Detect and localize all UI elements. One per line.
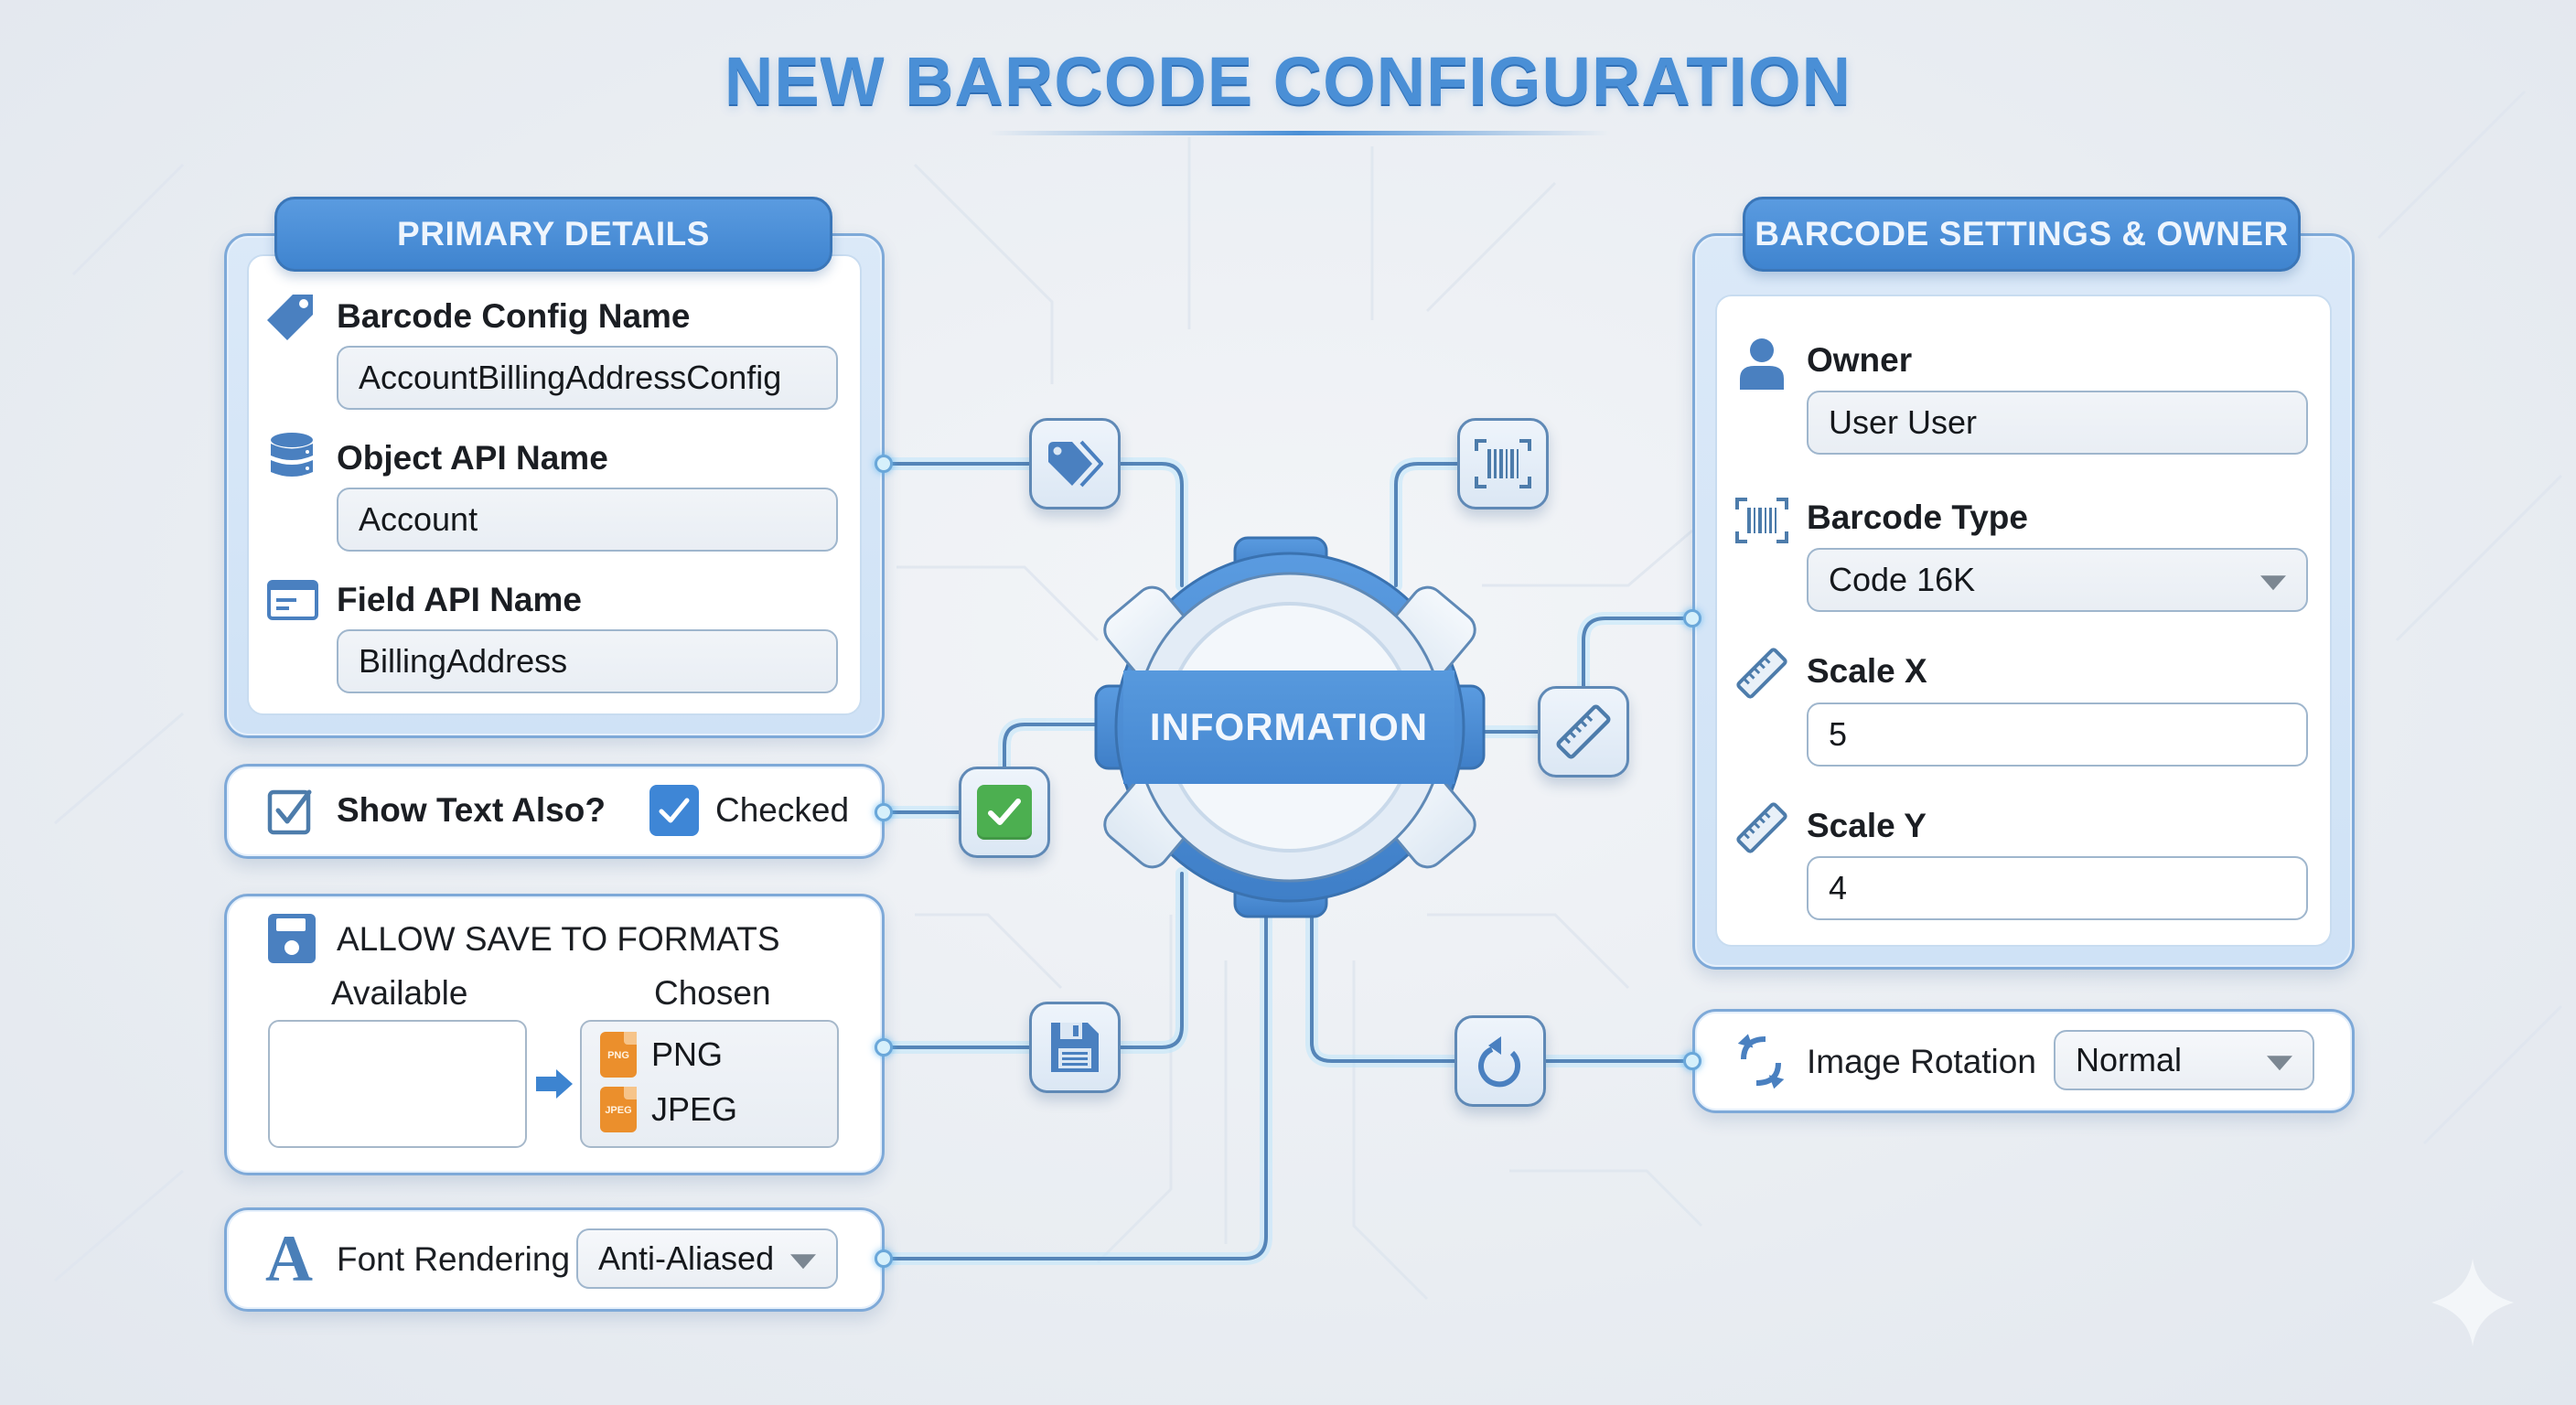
page-title: NEW BARCODE CONFIGURATION [724,43,1852,119]
floppy-icon [268,914,316,963]
user-icon [1740,338,1784,390]
chevron-down-icon [2260,575,2286,591]
barcode-type-select[interactable]: Code 16K [1807,548,2308,612]
port-save-formats [875,1038,893,1056]
scale-x-label: Scale X [1807,652,1927,690]
floppy-icon [1051,1023,1099,1072]
port-barcode-settings [1683,609,1701,627]
available-list[interactable] [268,1020,527,1148]
port-image-rotation [1683,1052,1701,1070]
object-api-name-label: Object API Name [337,439,608,477]
chevron-down-icon [790,1254,816,1270]
ruler-icon [1556,704,1611,759]
chevron-down-icon [2267,1056,2292,1071]
show-text-panel [224,764,885,859]
chosen-item-jpeg-label: JPEG [651,1090,738,1128]
node-barcode[interactable] [1457,418,1549,509]
node-checkbox[interactable] [959,767,1050,858]
checkmark-icon [659,798,690,823]
show-text-label: Show Text Also? [337,791,606,829]
move-right-arrow-icon[interactable] [534,1067,574,1100]
font-rendering-select[interactable]: Anti-Aliased [576,1228,838,1289]
node-ruler[interactable] [1538,686,1629,778]
barcode-config-name-label: Barcode Config Name [337,297,691,335]
field-icon [267,580,318,620]
scale-y-input[interactable]: 4 [1807,856,2308,920]
chosen-item-png[interactable]: PNG PNG [600,1032,723,1078]
sparkle-icon [2431,1259,2514,1346]
object-api-name-input[interactable]: Account [337,488,838,552]
font-letter-icon: A [265,1222,313,1295]
show-text-value: Checked [715,791,850,829]
jpeg-file-icon: JPEG [600,1087,637,1132]
node-tag[interactable] [1029,418,1121,509]
barcode-settings-header: BARCODE SETTINGS & OWNER [1743,197,2301,272]
chosen-label: Chosen [654,974,771,1012]
database-icon [271,433,313,477]
font-rendering-value: Anti-Aliased [598,1239,775,1277]
scale-x-input[interactable]: 5 [1807,702,2308,767]
available-label: Available [331,974,468,1012]
image-rotation-label: Image Rotation [1807,1043,2036,1080]
node-save[interactable] [1029,1002,1121,1093]
primary-details-header: PRIMARY DETAILS [274,197,832,272]
green-check-icon [977,785,1032,840]
port-primary-details [875,455,893,473]
port-show-text [875,803,893,821]
title-underline [988,131,1610,135]
checkbox-outline-icon [267,789,312,835]
port-font-rendering [875,1249,893,1268]
node-rotate[interactable] [1454,1015,1546,1107]
rotate-icon [1478,1036,1520,1088]
chosen-item-png-label: PNG [651,1035,724,1073]
font-rendering-label: Font Rendering [337,1240,571,1278]
barcode-type-value: Code 16K [1829,561,1976,598]
rotate-arrows-icon [1737,1034,1785,1089]
barcode-config-name-input[interactable]: AccountBillingAddressConfig [337,346,838,410]
scale-y-label: Scale Y [1807,807,1927,844]
information-label[interactable]: INFORMATION [1123,670,1454,784]
image-rotation-select[interactable]: Normal [2054,1030,2314,1090]
save-formats-header: ALLOW SAVE TO FORMATS [337,920,780,958]
ruler-icon [1736,802,1787,853]
tag-icon [267,295,313,340]
image-rotation-value: Normal [2076,1041,2183,1078]
tags-icon [1048,440,1103,488]
field-api-name-label: Field API Name [337,581,582,618]
barcode-icon [1475,439,1531,488]
png-file-icon: PNG [600,1032,637,1078]
show-text-checkbox[interactable] [649,785,699,836]
barcode-type-label: Barcode Type [1807,499,2028,536]
chosen-item-jpeg[interactable]: JPEG JPEG [600,1087,737,1132]
image-rotation-panel [1692,1009,2355,1113]
field-api-name-input[interactable]: BillingAddress [337,629,838,693]
owner-label: Owner [1807,341,1913,379]
barcode-icon [1735,498,1788,543]
owner-input[interactable]: User User [1807,391,2308,455]
ruler-icon [1736,648,1787,699]
